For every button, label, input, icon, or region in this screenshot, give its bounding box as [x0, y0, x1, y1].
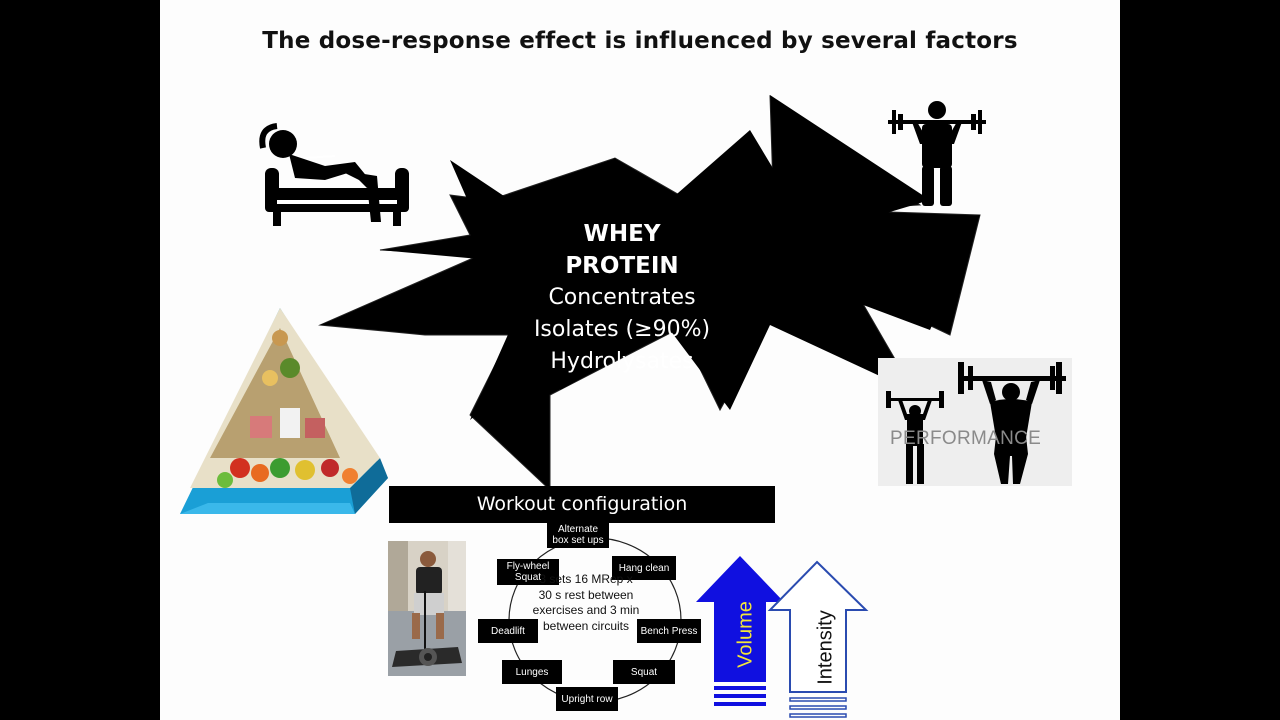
- circuit-exercise-flywheel-squat: Fly-wheel Squat: [497, 559, 559, 585]
- weightlifter-icon: [888, 101, 986, 206]
- volume-arrow-icon: [696, 556, 784, 682]
- person-on-couch-icon: [259, 123, 409, 226]
- intensity-arrow-icon: [767, 560, 869, 693]
- slide: The dose-response effect is influenced b…: [160, 0, 1120, 720]
- bodybuilder-icon: [886, 362, 1066, 484]
- circuit-exercise-upright-row: Upright row: [556, 687, 618, 711]
- athlete-photo: [388, 541, 466, 676]
- whey-type-hydrolysates: Hydrolysates: [550, 349, 694, 374]
- volume-label: Volume: [734, 601, 757, 668]
- slide-title: The dose-response effect is influenced b…: [262, 28, 1018, 54]
- circuit-exercise-box-setups: Alternate box set ups: [547, 522, 609, 548]
- circuit-exercise-hang-clean: Hang clean: [612, 556, 676, 580]
- intensity-label: Intensity: [814, 610, 837, 685]
- circuit-exercise-bench-press: Bench Press: [637, 619, 701, 643]
- circuit-exercise-squat: Squat: [613, 660, 675, 684]
- circuit-exercise-lunges: Lunges: [502, 660, 562, 684]
- circuit-exercise-deadlift: Deadlift: [478, 619, 538, 643]
- starburst-shape: [318, 94, 981, 490]
- athlete-flywheel-image: [388, 541, 466, 676]
- whey-protein-label: WHEY PROTEIN Concentrates Isolates (≥90%…: [490, 218, 754, 378]
- food-pyramid-image: [180, 308, 388, 514]
- whey-type-concentrates: Concentrates: [548, 285, 696, 310]
- performance-panel: PERFORMANCE: [878, 358, 1072, 486]
- whey-heading-1: WHEY: [583, 221, 661, 247]
- performance-label: PERFORMANCE: [890, 428, 1042, 449]
- workout-configuration-header: Workout configuration: [389, 486, 775, 523]
- volume-intensity-arrows: [696, 556, 869, 718]
- whey-heading-2: PROTEIN: [565, 253, 679, 279]
- whey-type-isolates: Isolates (≥90%): [533, 317, 711, 342]
- circuit-description: 3 sets 16 MRep x 30 s rest between exerc…: [532, 572, 640, 633]
